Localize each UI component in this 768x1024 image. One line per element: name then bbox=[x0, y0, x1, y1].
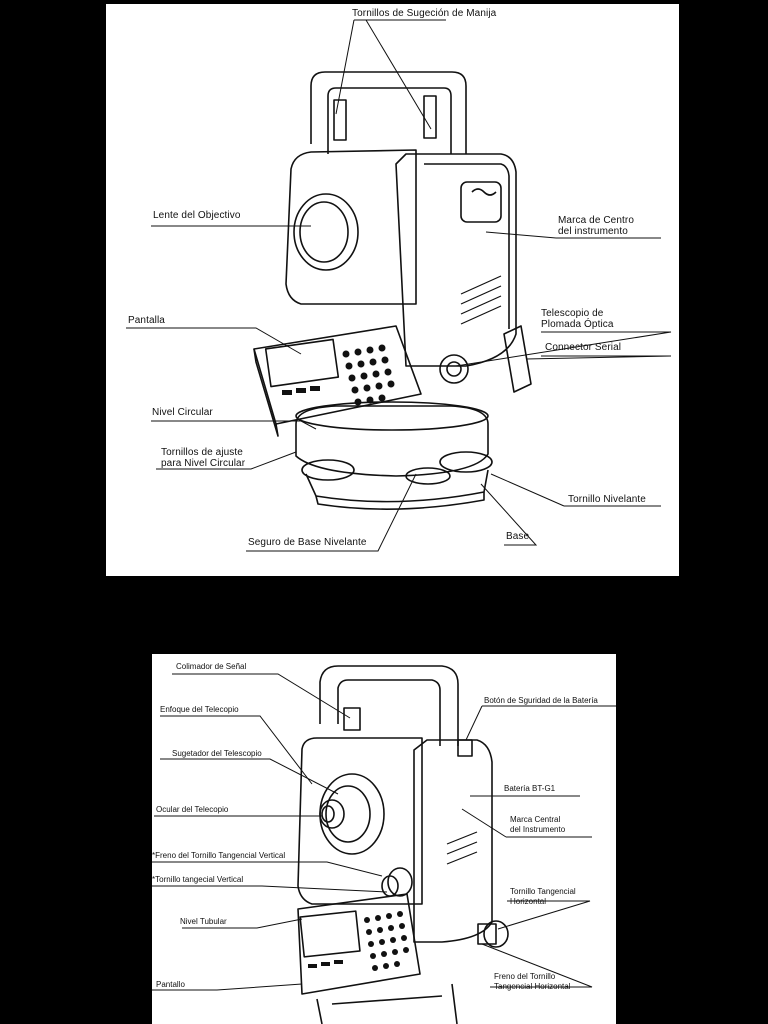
label-display: Pantalla bbox=[128, 315, 165, 326]
top-instrument-diagram: Tornillos de Sugeción de Manija Lente de… bbox=[106, 4, 679, 576]
label-telescope-clamp: Sugetador del Telescopio bbox=[172, 749, 262, 758]
label-leveling-screw: Tornillo Nivelante bbox=[568, 494, 646, 505]
label-eyepiece: Ocular del Telecopio bbox=[156, 805, 229, 814]
label-center-mark-2: del Instrumento bbox=[510, 825, 566, 834]
label-horizontal-tangent-1: Tornillo Tangencial bbox=[510, 887, 576, 896]
label-horizontal-clamp-2: Tangencial Horizontal bbox=[494, 982, 571, 991]
label-horizontal-clamp-1: Freno del Tornillo bbox=[494, 972, 556, 981]
label-circular-level-screws-2: para Nivel Circular bbox=[161, 458, 246, 469]
label-base: Base bbox=[506, 531, 530, 542]
label-vertical-tangent: *Tornillo tangecial Vertical bbox=[152, 875, 244, 884]
label-circular-level-screws-1: Tornillos de ajuste bbox=[161, 447, 243, 458]
label-center-mark-1: Marca de Centro bbox=[558, 215, 634, 226]
label-center-mark-2: del instrumento bbox=[558, 226, 628, 237]
label-tubular-level: Nivel Tubular bbox=[180, 917, 227, 926]
label-horizontal-tangent-2: Horizontal bbox=[510, 897, 547, 906]
total-station-side-drawing bbox=[297, 665, 509, 1024]
label-handle-screws: Tornillos de Sugeción de Manija bbox=[352, 8, 497, 19]
label-serial-connector: Connector Serial bbox=[545, 342, 622, 353]
bottom-leader-lines bbox=[152, 673, 616, 991]
label-optical-plummet-2: Plomada Óptica bbox=[541, 319, 614, 330]
label-battery: Batería BT-G1 bbox=[504, 784, 556, 793]
total-station-front-drawing bbox=[253, 71, 532, 510]
label-telescope-focus: Enfoque del Telecopio bbox=[160, 705, 239, 714]
label-base-lock: Seguro de Base Nivelante bbox=[248, 537, 367, 548]
top-leader-lines bbox=[126, 19, 672, 552]
label-optical-plummet-1: Telescopio de bbox=[541, 308, 604, 319]
label-battery-button: Botón de Sguridad de la Batería bbox=[484, 696, 598, 705]
label-vertical-clamp: *Freno del Tornillo Tangencial Vertical bbox=[152, 851, 286, 860]
label-sight-collimator: Colimador de Señal bbox=[176, 662, 247, 671]
label-circular-level: Nivel Circular bbox=[152, 407, 213, 418]
label-objective-lens: Lente del Objectivo bbox=[153, 210, 241, 221]
label-center-mark-1: Marca Central bbox=[510, 815, 561, 824]
bottom-instrument-diagram: Colimador de Señal Enfoque del Telecopio… bbox=[152, 654, 616, 1024]
label-display: Pantallo bbox=[156, 980, 185, 989]
